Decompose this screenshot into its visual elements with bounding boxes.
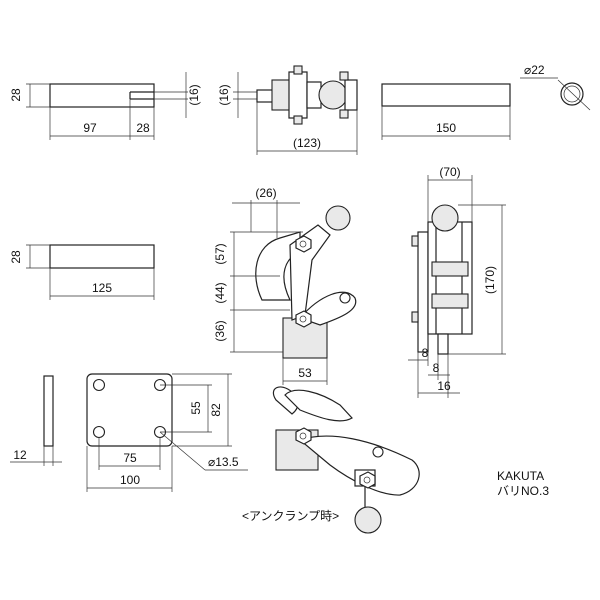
clamp-unclamped-view: <アンクランプ時> (242, 386, 420, 534)
dim-bar-top-length-b: 28 (136, 121, 150, 135)
dim-front-8b: 8 (433, 361, 440, 375)
dim-bar-mid-length: 125 (92, 281, 112, 295)
dim-bar-top-right-length: 150 (436, 121, 456, 135)
bar-top-right-view: 150 (381, 83, 511, 140)
plate-edge-view: 12 (10, 375, 62, 466)
dim-front-width: (70) (439, 165, 460, 179)
dim-plate-width: 100 (120, 473, 140, 487)
dim-plate-height: 82 (209, 403, 223, 417)
dim-top-view-length: (123) (293, 136, 321, 150)
model-label: バリNO.3 (497, 484, 549, 498)
unclamp-caption: <アンクランプ時> (242, 509, 339, 523)
clamp-top-view: (16) (123) (217, 65, 358, 155)
dim-front-16: 16 (437, 379, 451, 393)
title-block: KAKUTA バリNO.3 (497, 469, 549, 498)
dim-plate-hole-pitch-y: 55 (189, 401, 203, 415)
dim-side-36: (36) (213, 320, 227, 341)
dim-plate-thickness: 12 (13, 448, 27, 462)
brand-label: KAKUTA (497, 469, 544, 483)
clamp-front-view: (70) (170) 8 8 16 (408, 165, 506, 398)
bar-mid-view: 28 125 (9, 244, 155, 300)
dim-plate-hole-diameter: ⌀13.5 (208, 455, 239, 469)
dim-rod-diameter: ⌀22 (524, 63, 545, 77)
dim-bar-mid-height: 28 (9, 250, 23, 264)
bar-top-left-view: 28 97 28 (16) (9, 72, 201, 140)
dim-front-height: (170) (483, 266, 497, 294)
dim-side-26: (26) (255, 186, 276, 200)
clamp-side-view: (26) (57) (44) (36) 53 (213, 186, 357, 385)
dim-plate-hole-pitch-x: 75 (123, 451, 137, 465)
dim-side-44: (44) (213, 282, 227, 303)
base-plate-view: 55 82 75 100 ⌀13.5 (86, 373, 248, 492)
dim-bar-top-slot: (16) (187, 84, 201, 105)
dim-bar-top-length-a: 97 (83, 121, 97, 135)
dim-bar-top-height: 28 (9, 88, 23, 102)
dim-side-base: 53 (298, 366, 312, 380)
rod-section: ⌀22 (520, 63, 591, 111)
dim-top-view-width: (16) (217, 84, 231, 105)
dim-front-8a: 8 (422, 346, 429, 360)
dim-side-57: (57) (213, 243, 227, 264)
